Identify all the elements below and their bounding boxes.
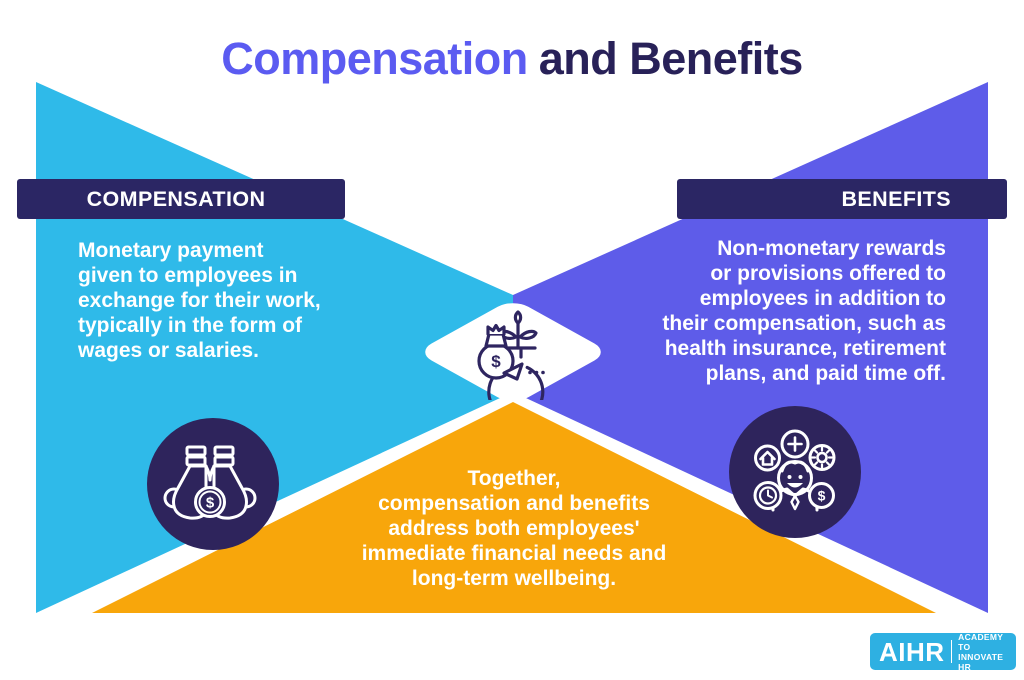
text-line: or provisions offered to	[710, 262, 946, 285]
text-line: typically in the form of	[78, 314, 303, 337]
tagline-line: INNOVATE HR	[958, 651, 1004, 672]
person-eye	[787, 475, 792, 479]
text-line: exchange for their work,	[78, 289, 321, 312]
text-line: given to employees in	[78, 264, 298, 287]
tagline-line: ACADEMY TO	[958, 631, 1004, 652]
together-description: Together, compensation and benefits addr…	[362, 466, 667, 591]
bag-tie-band	[185, 455, 207, 467]
clock-icon	[758, 486, 778, 505]
page-title-compensation: Compensation	[221, 33, 528, 84]
dollar-coin-ring	[198, 490, 222, 514]
benefits-header-box: BENEFITS	[677, 179, 1007, 219]
clock-hands	[767, 489, 773, 499]
aihr-logo: AIHR ACADEMY TO INNOVATE HR	[870, 632, 1016, 672]
money-bag-tie	[486, 323, 506, 336]
person-hair	[780, 460, 810, 473]
text-line: wages or salaries.	[78, 339, 259, 362]
dollar-sign: $	[491, 352, 501, 371]
aihr-logo-brand: AIHR	[879, 636, 945, 667]
text-line: plans, and paid time off.	[705, 362, 946, 385]
text-line: long-term wellbeing.	[411, 567, 617, 590]
compensation-header-box: COMPENSATION	[17, 179, 345, 219]
employee-benefits-icon: $	[729, 406, 861, 538]
bags-inner-fold	[204, 464, 216, 482]
text-line: health insurance, retirement	[664, 337, 946, 360]
plant-leaf-right	[518, 329, 538, 340]
logo-divider	[950, 640, 953, 663]
gear-icon	[816, 451, 828, 464]
money-growth-cycle-icon: $	[450, 300, 580, 400]
compensation-header-label: COMPENSATION	[86, 186, 266, 211]
text-line: immediate financial needs and	[361, 542, 667, 565]
money-bag-neck	[484, 332, 508, 348]
bag-tie-band	[213, 455, 235, 467]
text-line: address both employees'	[388, 517, 640, 540]
plus-icon	[787, 436, 803, 452]
text-line: compensation and benefits	[378, 492, 650, 515]
bag-tie-band	[213, 445, 235, 457]
trail-dot	[528, 370, 532, 375]
text-line: Non-monetary rewards	[717, 237, 946, 260]
dollar-sign: $	[818, 488, 826, 504]
text-line: Together,	[467, 467, 561, 490]
person-tie	[790, 494, 800, 511]
center-diamond-shape	[425, 303, 601, 401]
aihr-logo-tagline: ACADEMY TO INNOVATE HR	[958, 632, 1007, 672]
icon-circle-background	[729, 406, 861, 538]
dollar-sign: $	[206, 495, 215, 512]
gear-teeth	[810, 446, 834, 469]
house-icon	[759, 450, 776, 466]
trail-dot	[534, 370, 539, 375]
compensation-description: Monetary payment given to employees in e…	[78, 238, 321, 363]
person-eye	[798, 475, 803, 479]
benefits-description: Non-monetary rewards or provisions offer…	[662, 236, 946, 386]
text-line: employees in addition to	[699, 287, 946, 310]
cycle-arrow-circle	[487, 364, 545, 400]
plant-bud	[513, 310, 523, 325]
benefits-header-label: BENEFITS	[841, 186, 951, 211]
pay-badge	[808, 482, 835, 509]
money-bags-icon: $	[147, 418, 279, 550]
text-line: Monetary payment	[78, 239, 264, 262]
arrow-head	[502, 362, 524, 381]
together-triangle-shape	[92, 402, 936, 613]
housing-badge	[754, 444, 781, 472]
person-smile	[787, 483, 803, 488]
page-title-and-benefits: and Benefits	[538, 33, 804, 84]
text-line: their compensation, such as	[662, 312, 946, 335]
bag-tie-band	[185, 445, 207, 457]
trail-dot	[541, 370, 545, 375]
